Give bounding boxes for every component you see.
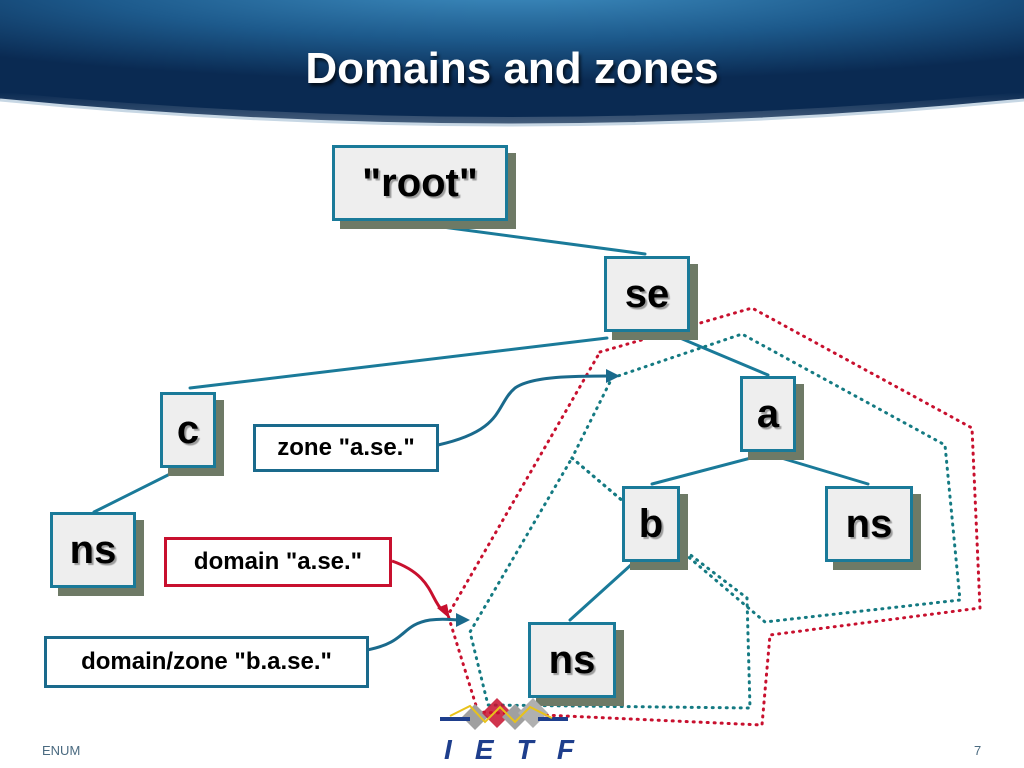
node-se: se (604, 256, 690, 332)
domain-zone-base-arrowhead (456, 613, 470, 627)
ietf-letter: I (444, 734, 452, 765)
edge-root-se (418, 222, 647, 256)
ietf-letter: E (474, 734, 494, 765)
edge-a-ns (766, 452, 870, 486)
node-root: "root" (332, 145, 508, 221)
ietf-logo-text: I E T F (444, 734, 574, 766)
zone-base-outline (468, 455, 752, 710)
domain-zone-base-arrow (366, 617, 461, 652)
node-ns-bottom: ns (528, 622, 616, 698)
edge-se-a (678, 336, 770, 377)
ietf-letter: T (516, 734, 534, 765)
zone-ase-label: zone "a.se." (253, 424, 439, 472)
node-ns-right: ns (825, 486, 913, 562)
node-ns-left: ns (50, 512, 136, 588)
zone-ase-arrowhead (606, 369, 620, 383)
edge-se-c (188, 336, 609, 390)
header-banner: Domains and zones (0, 0, 1024, 138)
domain-ase-arrow (391, 559, 444, 612)
slide-title: Domains and zones (305, 44, 719, 93)
node-b: b (622, 486, 680, 562)
edge-b-ns (568, 562, 634, 622)
page-number: 7 (974, 743, 982, 758)
node-c: c (160, 392, 216, 468)
footer-label: ENUM (42, 743, 81, 758)
edge-a-b (650, 452, 768, 486)
domain-zone-base-label: domain/zone "b.a.se." (44, 636, 369, 688)
edge-c-ns (92, 468, 180, 514)
ietf-letter: F (556, 734, 574, 765)
domain-ase-arrowhead (437, 604, 450, 619)
node-a: a (740, 376, 796, 452)
domain-ase-label: domain "a.se." (164, 537, 392, 587)
zone-ase-arrow (437, 374, 613, 447)
header-background (0, 0, 1024, 127)
